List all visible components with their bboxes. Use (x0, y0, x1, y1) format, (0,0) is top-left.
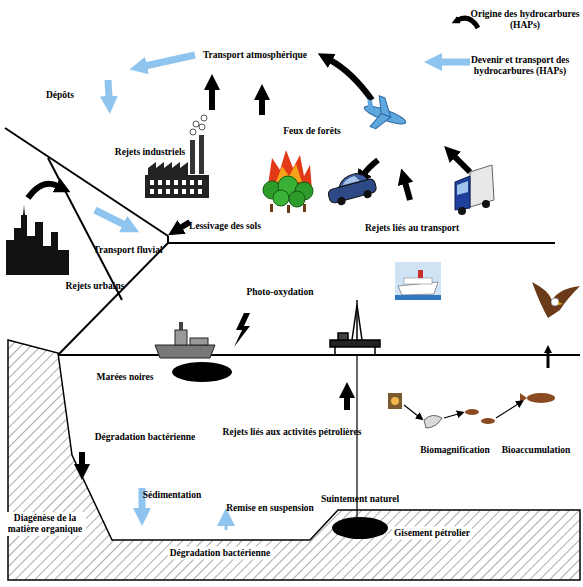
annotation-label: Diagénèse de la matière organique (4, 512, 86, 536)
oil-platform (330, 300, 380, 356)
annotation-label: Marées noires (96, 372, 153, 383)
forest-fire (263, 150, 313, 213)
annotation-label: Dégradation bactérienne (168, 547, 273, 560)
annotation-label: Remise en suspension (226, 503, 314, 514)
coast-lines (5, 128, 580, 518)
tanker (155, 322, 215, 358)
seabed (8, 340, 580, 580)
origin-arrows (28, 60, 470, 466)
annotation-label: Dépôts (46, 90, 74, 101)
annotation-label: Feux de forêts (283, 126, 341, 137)
annotation-label: Rejets liés au transport (365, 223, 459, 234)
cruise-ship (395, 262, 441, 300)
oil-reservoir (332, 517, 388, 539)
annotation-label: Rejets urbains (66, 281, 125, 292)
oil-slick (172, 362, 232, 382)
annotation-label: Rejets liés aux activités pétrolières (223, 427, 362, 438)
transport-arrows (95, 55, 226, 530)
truck (455, 165, 494, 215)
legend-text: Origine des hydrocarbures (HAPs) (470, 9, 580, 31)
legend-black-arrow (458, 18, 478, 28)
annotation-label: Transport fluvial (93, 245, 162, 256)
legend-blue-arrow (440, 59, 470, 66)
city (6, 205, 69, 275)
eagle (532, 282, 580, 318)
annotation-label: Dégradation bactérienne (95, 432, 196, 443)
food-chain (388, 393, 555, 428)
eagle-arrow (547, 352, 550, 368)
annotation-label: Suintement naturel (321, 494, 399, 505)
annotation-label: Bioaccumulation (502, 445, 571, 456)
lightning (234, 313, 250, 347)
annotation-label: Lessivage des sols (189, 221, 261, 232)
annotation-label: Biomagnification (420, 445, 490, 456)
airplane (359, 92, 411, 137)
legend-text: Devenir et transport des hydrocarbures (… (464, 55, 576, 77)
car (325, 169, 378, 208)
annotation-label: Rejets industriels (115, 147, 185, 158)
annotation-label: Sédimentation (143, 490, 202, 501)
annotation-label: Photo-oxydation (246, 287, 313, 298)
annotation-label: Transport atmosphérique (203, 50, 307, 61)
annotation-label: Gisement pétrolier (392, 527, 472, 540)
